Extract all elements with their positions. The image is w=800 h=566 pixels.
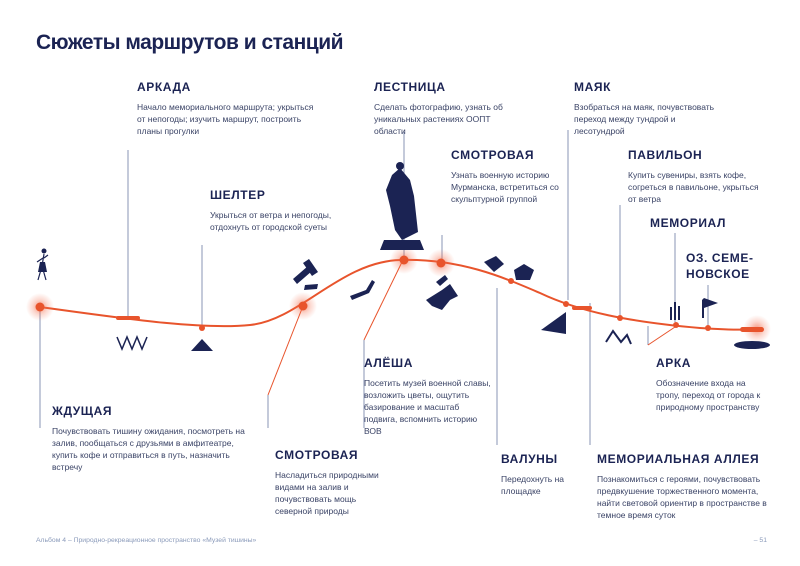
station-name: ПАВИЛЬОН: [628, 148, 703, 162]
station-name: МЕМОРИАЛЬНАЯ АЛЛЕЯ: [597, 452, 760, 466]
station-name: ЖДУЩАЯ: [52, 404, 113, 418]
station-desc: Взобраться на маяк, почувствовать перехо…: [574, 102, 715, 136]
dot-zhdushaya: [35, 302, 45, 312]
lake-icon: [734, 341, 770, 349]
boulders-icon: [484, 256, 534, 280]
station-arkada: АРКАДА Начало мемориального маршрута; ук…: [137, 80, 317, 137]
station-desc: Обозначение входа на тропу, переход от г…: [656, 378, 761, 412]
flag-icon: [702, 298, 718, 318]
dot-paviljon: [617, 315, 623, 321]
leader-alesha-diag: [363, 261, 403, 341]
station-desc: Познакомиться с героями, почувствовать п…: [597, 474, 767, 520]
station-desc: Почувствовать тишину ожидания, посмотрет…: [52, 426, 245, 472]
station-name: АРКА: [656, 356, 692, 370]
step-icon: [350, 280, 375, 300]
station-name: АРКАДА: [137, 80, 191, 94]
station-desc: Узнать военную историю Мурманска, встрет…: [451, 170, 559, 204]
dot-shelter: [199, 325, 205, 331]
station-dots: [35, 255, 711, 331]
station-paviljon: ПАВИЛЬОН Купить сувениры, взять кофе, со…: [628, 148, 768, 205]
dot-memorial: [673, 322, 679, 328]
page-title: Сюжеты маршрутов и станций: [36, 31, 344, 54]
dot-smotrovaya-bottom: [298, 301, 308, 311]
station-desc: Передохнуть на площадке: [501, 474, 564, 496]
station-mayak: МАЯК Взобраться на маяк, почувствовать п…: [574, 80, 719, 137]
station-desc: Посетить музей военной славы, возложить …: [364, 378, 491, 436]
leader-lines: [39, 130, 709, 445]
station-smotrovaya-bottom: СМОТРОВАЯ Насладиться природными видами …: [275, 448, 393, 517]
leader-smotrovaya-diag: [267, 305, 304, 396]
station-desc: Укрыться от ветра и непогоды, отдохнуть …: [210, 210, 332, 232]
station-ozero: ОЗ. СЕМЕ-НОВСКОЕ: [686, 250, 758, 289]
monument-icon: [380, 162, 424, 250]
station-memorial: МЕМОРИАЛ: [650, 216, 760, 237]
sculpture-group-icon: [426, 275, 458, 310]
lighthouse-icon: [541, 312, 566, 334]
waiting-woman-icon: [36, 248, 49, 281]
ozero-end-marker: [740, 327, 764, 332]
shelter-icon: [191, 339, 213, 351]
arkada-marker: [116, 316, 140, 320]
station-lestnica: ЛЕСТНИЦА Сделать фотографию, узнать об у…: [374, 80, 514, 137]
station-name: ЛЕСТНИЦА: [374, 80, 446, 94]
leader-arka-diag: [647, 324, 679, 346]
station-desc: Начало мемориального маршрута; укрыться …: [137, 102, 314, 136]
station-name: ВАЛУНЫ: [501, 452, 558, 466]
station-name: АЛЁША: [364, 356, 413, 370]
dot-lestnica: [399, 255, 409, 265]
station-smotrovaya-top: СМОТРОВАЯ Узнать военную историю Мурманс…: [451, 148, 573, 205]
memorial-columns-icon: [670, 302, 680, 320]
station-name: СМОТРОВАЯ: [451, 148, 535, 162]
station-name: СМОТРОВАЯ: [275, 448, 359, 462]
station-desc: Сделать фотографию, узнать об уникальных…: [374, 102, 503, 136]
dot-mayak: [563, 301, 569, 307]
dot-smotrovaya-top: [436, 258, 446, 268]
dot-ozero: [705, 325, 711, 331]
viewpoint-icon: [293, 259, 318, 290]
station-desc: Насладиться природными видами на залив и…: [275, 470, 379, 516]
dot-valuny: [508, 278, 514, 284]
station-arka: АРКА Обозначение входа на тропу, переход…: [656, 356, 768, 413]
station-desc: Купить сувениры, взять кофе, согреться в…: [628, 170, 759, 204]
station-zhdushaya: ЖДУЩАЯ Почувствовать тишину ожидания, по…: [52, 404, 248, 473]
pavilion-icon: [605, 329, 632, 345]
memorial-alley-marker: [572, 306, 592, 310]
page-number: – 51: [753, 537, 767, 544]
station-shelter: ШЕЛТЕР Укрыться от ветра и непогоды, отд…: [210, 188, 340, 233]
glow-points: [26, 246, 771, 343]
station-name: МЕМОРИАЛ: [650, 216, 726, 230]
station-name: ОЗ. СЕМЕ-НОВСКОЕ: [686, 251, 754, 281]
station-name: МАЯК: [574, 80, 612, 94]
footer-caption: Альбом 4 – Природно-рекреационное простр…: [36, 537, 257, 544]
station-valuny: ВАЛУНЫ Передохнуть на площадке: [501, 452, 581, 497]
station-memorial-alley: МЕМОРИАЛЬНАЯ АЛЛЕЯ Познакомиться с героя…: [597, 452, 767, 521]
station-alesha: АЛЁША Посетить музей военной славы, возл…: [364, 356, 494, 437]
station-name: ШЕЛТЕР: [210, 188, 266, 202]
arkada-zigzag-icon: [116, 335, 148, 351]
